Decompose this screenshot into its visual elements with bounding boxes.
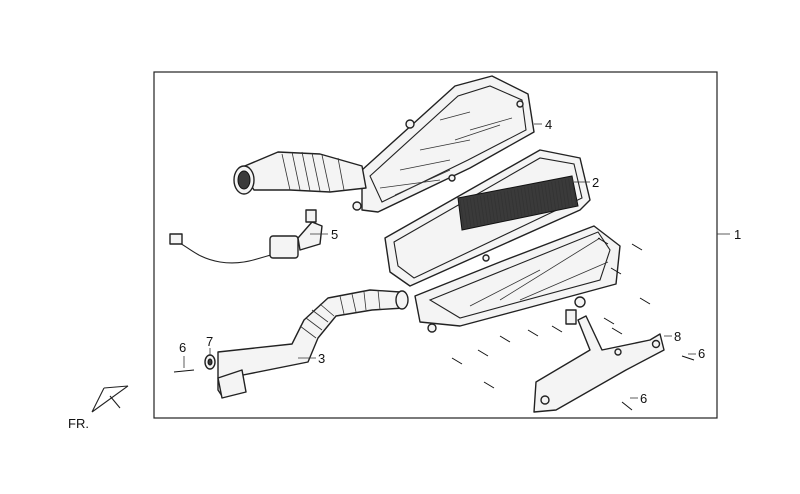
callout-7: 7 bbox=[206, 334, 213, 349]
intake-duct bbox=[233, 151, 367, 195]
callout-2: 2 bbox=[592, 175, 599, 190]
callout-6-bottom: 6 bbox=[640, 391, 647, 406]
callout-5: 5 bbox=[331, 227, 338, 242]
callout-1: 1 bbox=[734, 227, 741, 242]
callout-3: 3 bbox=[318, 351, 325, 366]
air-cleaner-upper-case bbox=[352, 75, 535, 213]
leader-lines bbox=[183, 123, 730, 399]
callout-4: 4 bbox=[545, 117, 552, 132]
air-cleaner-lower-case bbox=[414, 225, 621, 333]
screws bbox=[173, 237, 695, 411]
bracket bbox=[533, 315, 665, 413]
intake-hose bbox=[217, 289, 409, 399]
air-filter-element bbox=[384, 149, 591, 287]
washer bbox=[204, 354, 216, 370]
callout-6-left: 6 bbox=[179, 340, 186, 355]
callout-8: 8 bbox=[674, 329, 681, 344]
assembly-frame bbox=[153, 71, 718, 419]
callout-6-right: 6 bbox=[698, 346, 705, 361]
front-direction-arrow bbox=[91, 385, 129, 413]
front-label: FR. bbox=[68, 416, 89, 431]
breather-hose bbox=[169, 209, 323, 264]
